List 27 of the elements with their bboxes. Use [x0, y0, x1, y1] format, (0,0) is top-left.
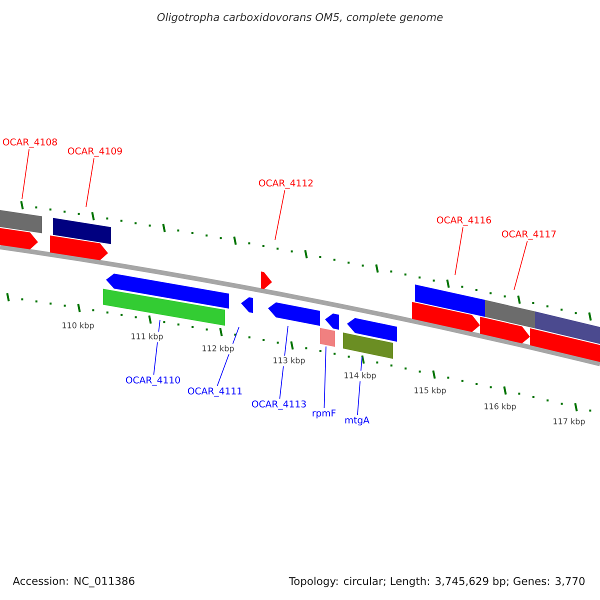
gene-label: OCAR_4116 [436, 216, 491, 226]
gene-label: OCAR_4109 [68, 147, 122, 157]
leader-line [22, 148, 30, 200]
scale-label: 117 kbp [551, 416, 587, 428]
footer-text: Accession: NC_011386 [12, 576, 134, 588]
scale-label: 115 kbp [412, 386, 448, 396]
scale-label: 114 kbp [342, 370, 378, 382]
gene-label: OCAR_4112 [258, 179, 313, 189]
scale-label: 116 kbp [482, 402, 518, 412]
gene-label: OCAR_4111 [188, 387, 242, 397]
title: Oligotropha carboxidovorans OM5, complete genome [157, 12, 443, 24]
scale-label: 110 kbp [60, 320, 96, 332]
leader-line [514, 240, 528, 290]
gene-label: OCAR_4117 [502, 230, 556, 240]
gene-label: OCAR_4110 [126, 376, 180, 386]
footer-text: Topology: circular; Length: 3,745,629 bp; Genes: 3,770 [288, 576, 585, 588]
leader-line [454, 226, 464, 276]
scale-label: 112 kbp [200, 344, 236, 354]
leader-line [274, 190, 286, 240]
scale-label: 111 kbp [129, 332, 165, 342]
leader-line [324, 346, 326, 408]
gene-label: OCAR_4108 [2, 138, 57, 148]
gene-label: mtgA [345, 416, 370, 426]
leader-line [86, 158, 94, 208]
scale-label: 113 kbp [271, 356, 307, 366]
gene-label: rpmF [312, 410, 336, 418]
gene-label: OCAR_4113 [252, 400, 306, 410]
